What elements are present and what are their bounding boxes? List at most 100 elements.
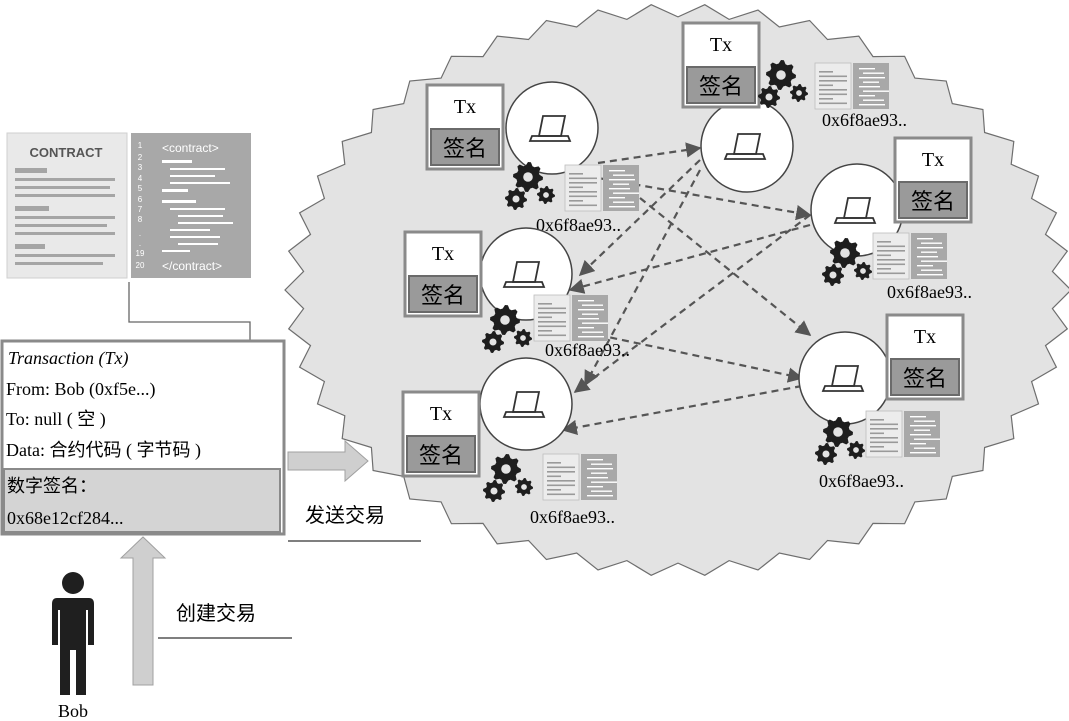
gear-hole — [853, 447, 859, 453]
sign-label: 签名 — [699, 74, 743, 99]
mini-code-line — [863, 90, 889, 92]
p2p-link-arrow — [561, 384, 803, 436]
mini-doc-line — [870, 432, 884, 435]
tx-title: Transaction (Tx) — [8, 348, 129, 369]
person-icon — [52, 572, 94, 695]
tx-card-label: Tx — [430, 403, 452, 425]
laptop-base — [502, 411, 546, 418]
mini-code-line — [917, 247, 943, 249]
mini-code-line — [578, 336, 604, 338]
mini-code-line — [613, 201, 634, 203]
node-circle — [700, 99, 794, 193]
mini-doc-line — [538, 321, 566, 323]
code-line-number: 4 — [138, 174, 143, 183]
tx-to: To: null ( 空 ) — [6, 409, 106, 430]
code-line-number: 20 — [136, 261, 145, 270]
mini-doc-line — [547, 484, 575, 487]
mini-doc-line — [538, 312, 566, 314]
mini-doc-line — [569, 177, 597, 180]
mini-doc-line — [870, 446, 884, 448]
gear-hole — [521, 484, 527, 490]
mini-doc-line — [538, 325, 566, 328]
mini-code-line — [591, 490, 612, 492]
mini-code-line — [587, 468, 613, 470]
mini-doc-line — [569, 173, 583, 175]
mini-doc-line — [538, 334, 566, 337]
sign-box — [406, 435, 476, 473]
mini-doc-line — [870, 441, 898, 444]
mini-code-line — [587, 495, 613, 497]
mini-code-line — [863, 72, 884, 74]
mini-code-line — [609, 179, 635, 181]
mini-code-line — [582, 331, 603, 333]
tx-card-label: Tx — [710, 34, 732, 56]
mini-code-line — [910, 443, 926, 445]
sign-label: 签名 — [443, 136, 487, 161]
laptop-base — [833, 217, 877, 224]
code-line-number: 3 — [138, 163, 143, 172]
gear-hole — [489, 338, 497, 346]
mini-doc-line — [538, 330, 552, 332]
code-line-number: 2 — [138, 153, 143, 162]
gear-hole — [765, 93, 773, 101]
mini-code-line — [609, 170, 625, 172]
node: Tx 签名 0x6f8ae93.. — [401, 357, 617, 527]
p2p-links — [561, 142, 812, 436]
gear-hole — [822, 450, 830, 458]
sign-label: 签名 — [903, 366, 947, 391]
laptop-base — [528, 135, 572, 142]
mini-code-line — [910, 425, 936, 427]
mini-doc-line — [819, 102, 847, 105]
mini-doc-line — [870, 428, 898, 430]
mini-code-line — [921, 242, 942, 244]
mini-code-line — [613, 174, 634, 176]
node-hash: 0x6f8ae93.. — [536, 215, 621, 235]
mini-code-line — [921, 251, 937, 253]
node-hash: 0x6f8ae93.. — [819, 471, 904, 491]
mini-doc-line — [877, 254, 891, 257]
mini-code-line — [613, 192, 639, 194]
network-nodes: Tx签名0x6f8ae93..Tx签名0x6f8ae93..Tx签名0x6f8a… — [401, 21, 973, 527]
gear-hole — [829, 271, 837, 279]
laptop-base — [502, 281, 546, 288]
gear-hole — [501, 464, 511, 474]
mini-code-line — [914, 438, 940, 440]
mini-doc-line — [877, 250, 905, 252]
mini-doc-line — [877, 272, 905, 275]
tx-from: From: Bob (0xf5e...) — [6, 379, 155, 400]
contract-title: CONTRACT — [30, 145, 103, 160]
code-line-number: 1 — [138, 141, 143, 150]
laptop-base — [723, 153, 767, 160]
mini-doc-line — [870, 423, 898, 426]
mini-code-line — [587, 477, 608, 479]
gear-hole — [500, 315, 510, 325]
code-lines — [162, 160, 233, 252]
mini-code-line — [917, 256, 938, 258]
p2p-link-arrow — [639, 197, 812, 336]
node-hash: 0x6f8ae93.. — [530, 507, 615, 527]
create-arrow — [119, 536, 167, 686]
sign-label: 签名 — [419, 443, 463, 468]
mini-code-line — [914, 447, 935, 449]
mini-code-line — [921, 269, 942, 271]
mini-doc-line — [538, 303, 552, 305]
mini-code-line — [917, 238, 933, 240]
mini-code-line — [914, 420, 935, 422]
mini-doc-line — [870, 419, 884, 421]
code-line-number: 7 — [138, 205, 143, 214]
sign-box — [890, 358, 960, 396]
mini-code-line — [910, 416, 926, 418]
sign-label: 签名 — [421, 283, 465, 308]
mini-doc-line — [819, 80, 847, 82]
gear-hole — [833, 427, 843, 437]
contract-text-lines — [15, 168, 115, 265]
mini-doc-line — [819, 98, 833, 100]
mini-code-line — [582, 313, 598, 315]
gear-hole — [796, 90, 802, 96]
send-tx-label: 发送交易 — [305, 504, 385, 527]
mini-doc-line — [877, 241, 891, 243]
transaction-box: Transaction (Tx) From: Bob (0xf5e...) To… — [0, 339, 286, 536]
